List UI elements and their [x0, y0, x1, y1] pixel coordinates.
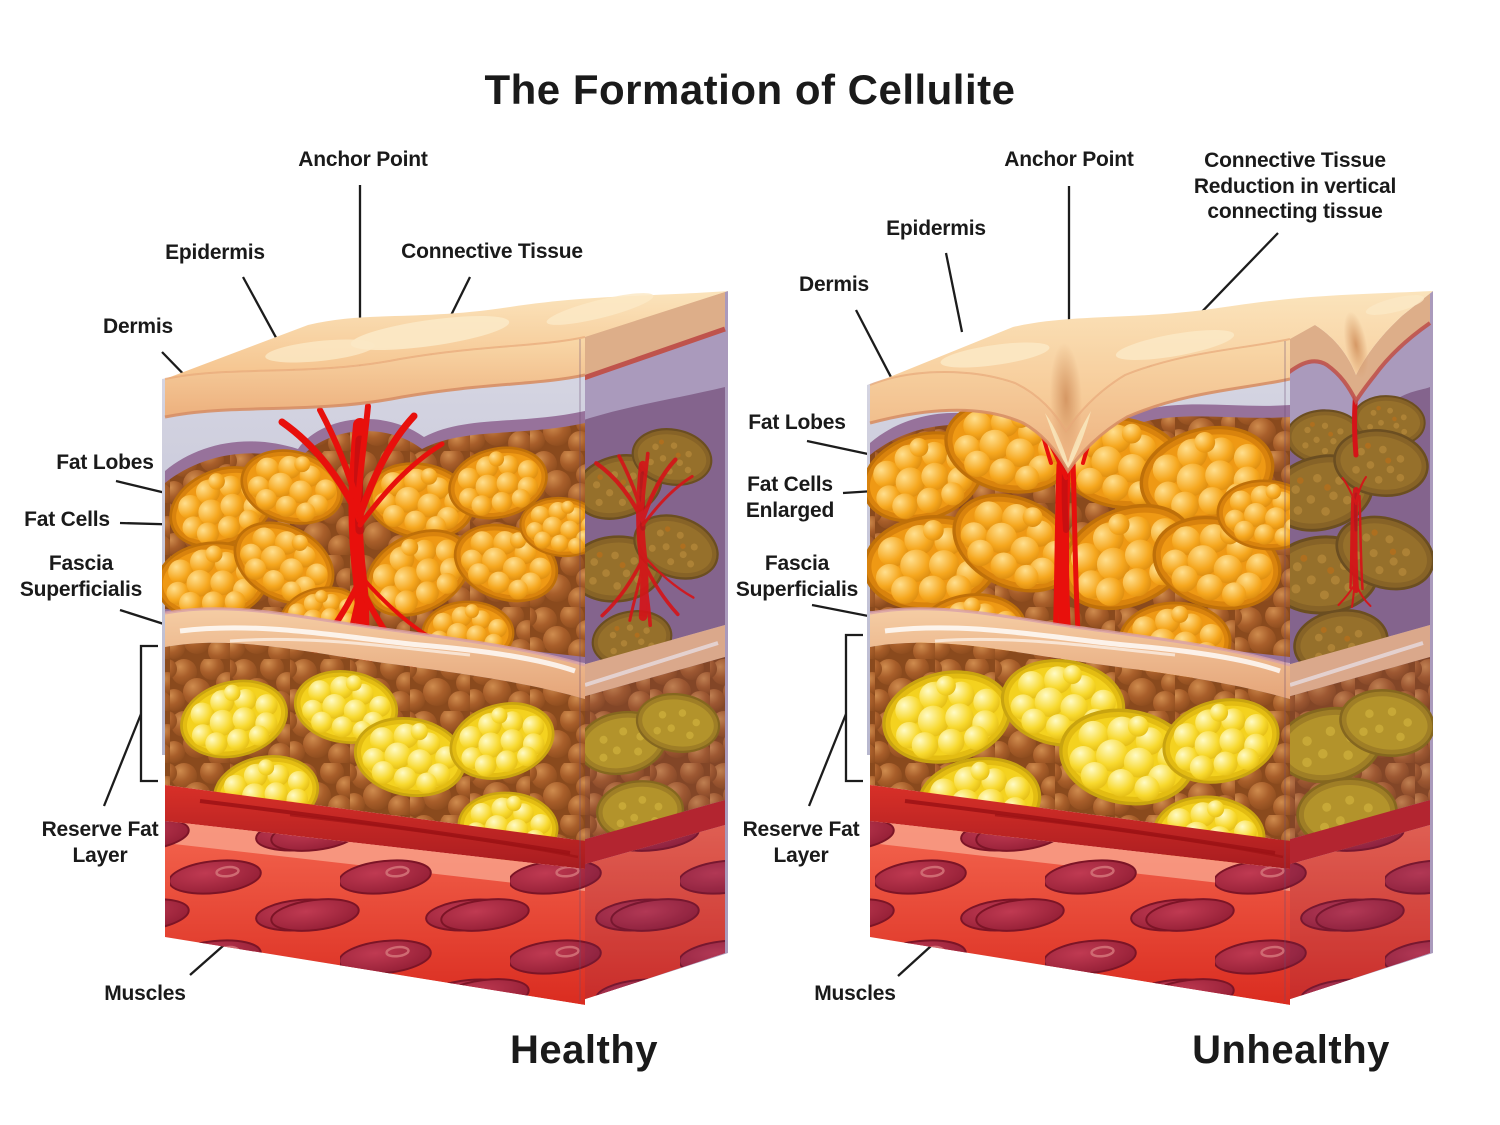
- healthy-label-connective-tissue: Connective Tissue: [401, 240, 583, 263]
- healthy-label-muscles: Muscles: [104, 982, 186, 1005]
- unhealthy-label-fat-cells-enlarged: Fat Cells Enlarged: [745, 473, 835, 522]
- healthy-label-epidermis: Epidermis: [165, 241, 265, 264]
- healthy-skin-block: [162, 291, 728, 1005]
- healthy-label-reserve-fat-layer: Reserve Fat Layer: [41, 818, 159, 867]
- unhealthy-label-dermis: Dermis: [798, 273, 869, 296]
- healthy-caption: Healthy: [510, 1028, 658, 1072]
- healthy-fascia-layer: [164, 607, 585, 699]
- unhealthy-skin-block: [867, 291, 1433, 1005]
- unhealthy-subcutaneous-fat-layer: [867, 389, 1290, 681]
- unhealthy-label-fat-lobes: Fat Lobes: [748, 411, 846, 434]
- unhealthy-label-anchor-point: Anchor Point: [1004, 148, 1134, 171]
- unhealthy-epidermis-layer: [869, 339, 1290, 474]
- healthy-muscle-layer: [165, 821, 585, 1005]
- unhealthy-fascia-layer: [869, 607, 1290, 699]
- healthy-fascia-red-band: [165, 785, 585, 869]
- healthy-label-dermis: Dermis: [102, 315, 173, 338]
- healthy-skin-top-face: [164, 291, 728, 380]
- healthy-label-fascia-superficialis: Fascia Superficialis: [19, 552, 143, 601]
- unhealthy-label-muscles: Muscles: [814, 982, 896, 1005]
- unhealthy-caption: Unhealthy: [1192, 1028, 1390, 1072]
- unhealthy-reserve-fat-layer: [870, 642, 1290, 879]
- unhealthy-label-epidermis: Epidermis: [886, 217, 986, 240]
- healthy-reserve-fat-layer: [165, 642, 585, 866]
- healthy-label-anchor-point: Anchor Point: [298, 148, 428, 171]
- healthy-label-fat-cells: Fat Cells: [24, 508, 110, 531]
- page-title: The Formation of Cellulite: [484, 66, 1016, 113]
- unhealthy-muscle-layer: [870, 821, 1290, 1005]
- healthy-label-fat-lobes: Fat Lobes: [56, 451, 154, 474]
- unhealthy-front-face: [867, 339, 1290, 1005]
- unhealthy-side-face: [1278, 291, 1433, 1003]
- healthy-subcutaneous-fat-layer: [162, 411, 585, 666]
- healthy-side-face: [573, 291, 728, 1003]
- unhealthy-fascia-red-band: [870, 785, 1290, 869]
- unhealthy-label-connective-tissue-reduction: Connective Tissue Reduction in vertical …: [1193, 149, 1397, 224]
- unhealthy-skin-top-face: [869, 291, 1433, 455]
- unhealthy-label-fascia-superficialis: Fascia Superficialis: [735, 552, 859, 601]
- healthy-epidermis-layer: [164, 337, 585, 419]
- healthy-front-face: [162, 337, 585, 1005]
- unhealthy-label-reserve-fat-layer: Reserve Fat Layer: [742, 818, 860, 867]
